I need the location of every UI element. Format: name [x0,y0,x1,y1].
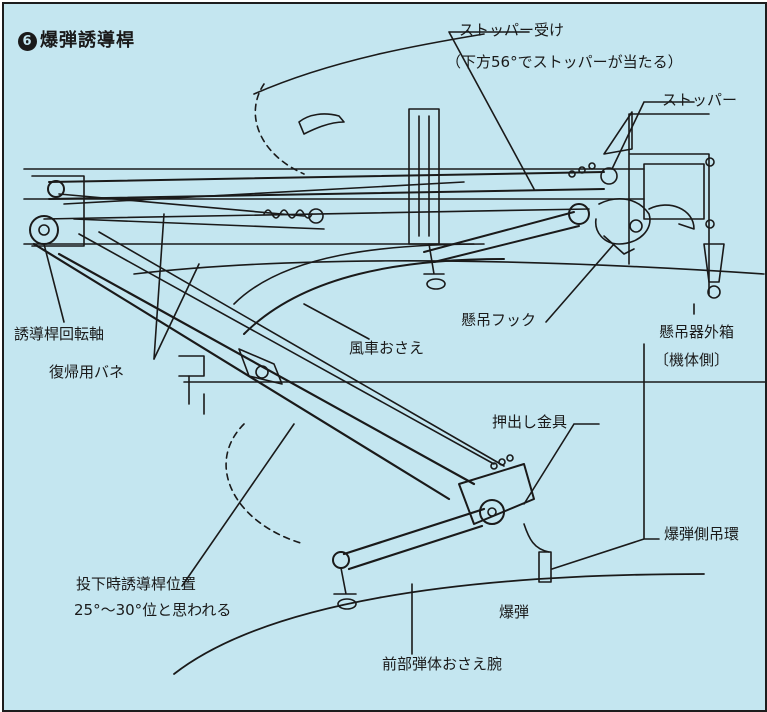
label-stopper-receiver-1: ストッパー受け [459,21,565,39]
pivot-bearing-outer [29,215,59,245]
front-holder-arm-a [342,507,486,556]
stopper-block [603,111,633,155]
diagonal-member-2 [63,181,465,205]
leader-stopper [611,101,695,170]
bomb-guide-arm-drawing [23,31,765,675]
leader-push-fitting [523,423,600,505]
pivot-bearing-inner [38,224,50,236]
leader-stopper-receiver [448,31,535,190]
main-guide-arm-b [32,242,451,501]
label-suspension-hook: 懸吊フック [461,311,537,329]
figure-title-text: 爆弾誘導桿 [40,30,135,51]
diagonal-member-1 [58,193,305,217]
label-windmill-holder: 風車おさえ [349,339,425,357]
pivot-upper [47,180,65,198]
leader-release-position [181,423,295,587]
push-joint [479,499,505,525]
hanger-foot [423,243,445,275]
spring-anchor [308,208,324,224]
front-holder-pivot [332,551,350,569]
leader-return-spring-2 [153,263,200,360]
figure-number-badge: 6 [18,32,37,51]
label-release-position-1: 投下時誘導桿位置 [76,575,197,593]
label-push-fitting: 押出し金具 [492,413,568,431]
label-release-position-2: 25°～30°位と思われる [74,601,232,619]
label-outer-box-1: 懸吊器外箱 [659,323,735,341]
return-spring [263,209,313,219]
leader-pivot-axis [43,243,65,323]
label-stopper: ストッパー [662,91,738,109]
suspension-box-outline [628,113,710,295]
eye-fitting-ring [707,285,721,299]
bomb-outline-mid [133,260,765,275]
hook-joint-2 [600,167,618,185]
bomb-outline-upper [253,33,485,95]
bomb-outline-lower [173,573,705,675]
leader-suspension-hook [545,243,615,323]
stopper-receiver-bar [408,108,440,245]
box-fastener-1 [705,157,715,167]
label-bomb: 爆弾 [499,603,530,621]
main-guide-arm-c [78,233,495,465]
bomb-fin [298,113,345,135]
leader-return-spring-1 [153,213,165,360]
diagonal-member-3 [73,218,325,230]
leader-side-ring [551,343,660,570]
label-outer-box-2: 〔機体側〕 [654,351,730,369]
label-stopper-receiver-2: （下方56°でストッパーが当たる） [446,53,683,71]
front-holder-arm-b [347,524,484,571]
upper-guide-arm-b [48,188,605,200]
mid-joint-block [238,348,283,385]
windmill-holder-curve [243,258,505,335]
eye-fitting [703,243,725,283]
label-side-ring: 爆弾側吊環 [664,525,740,543]
label-return-spring: 復帰用バネ [49,363,125,381]
upper-guide-arm-a [48,171,605,183]
push-fitting-block [458,463,535,525]
label-pivot-axis: 誘導桿回転軸 [14,325,105,343]
suspension-hook [594,198,651,245]
leader-windmill-holder [303,303,370,340]
hook-joint-1 [568,203,590,225]
release-position-arc [225,423,305,545]
upper-guide-arm-c [43,208,590,220]
hook-linkage-arm [423,211,575,253]
box-fastener-2 [705,219,715,229]
label-front-holder: 前部弾体おさえ腕 [382,655,503,673]
suspension-box-window [643,163,705,220]
bomb-nose-dashed [254,83,305,175]
